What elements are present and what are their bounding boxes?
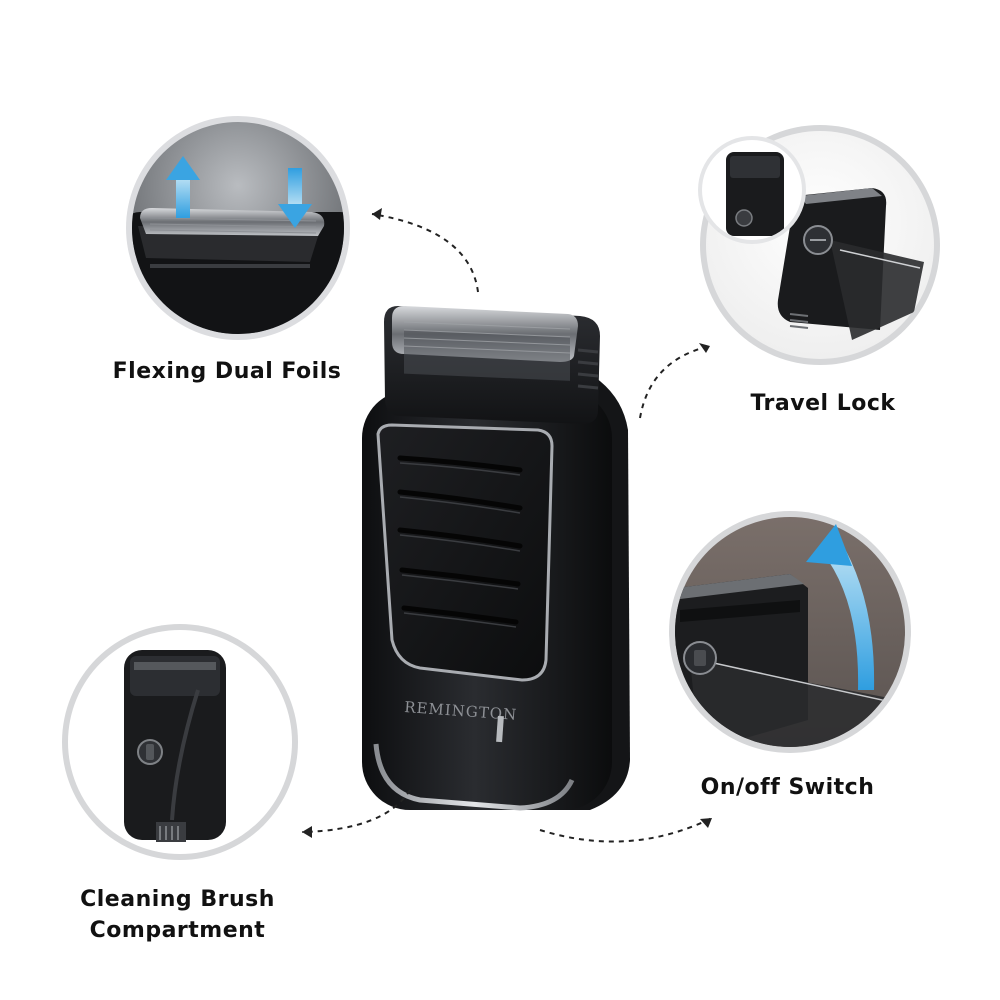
label-cleaning-brush-compartment: Cleaning Brush Compartment [60, 884, 295, 946]
connector-switch [539, 817, 713, 843]
label-flexing-dual-foils: Flexing Dual Foils [112, 359, 342, 384]
label-travel-lock: Travel Lock [750, 391, 896, 416]
label-on-off-switch: On/off Switch [700, 775, 875, 800]
circle-on-off-switch [669, 511, 911, 753]
label-brush-line1: Cleaning Brush [80, 887, 275, 912]
foil-head [392, 306, 578, 381]
main-shaver-image: REMINGTON [362, 306, 630, 811]
circle-flexing-foils [126, 116, 350, 340]
connector-lock [639, 345, 711, 419]
curved-arrow-icon [806, 524, 875, 690]
connector-brush [301, 789, 411, 833]
circle-travel-lock [698, 125, 940, 365]
travel-lock-inset [698, 136, 806, 244]
arrow-down-icon [278, 168, 312, 228]
connector-foils [371, 213, 479, 293]
grip-ribs [397, 455, 523, 625]
arrow-up-icon [166, 156, 200, 218]
dashed-connectors [301, 213, 713, 843]
circle-cleaning-brush [62, 624, 298, 860]
label-brush-line2: Compartment [89, 918, 266, 943]
